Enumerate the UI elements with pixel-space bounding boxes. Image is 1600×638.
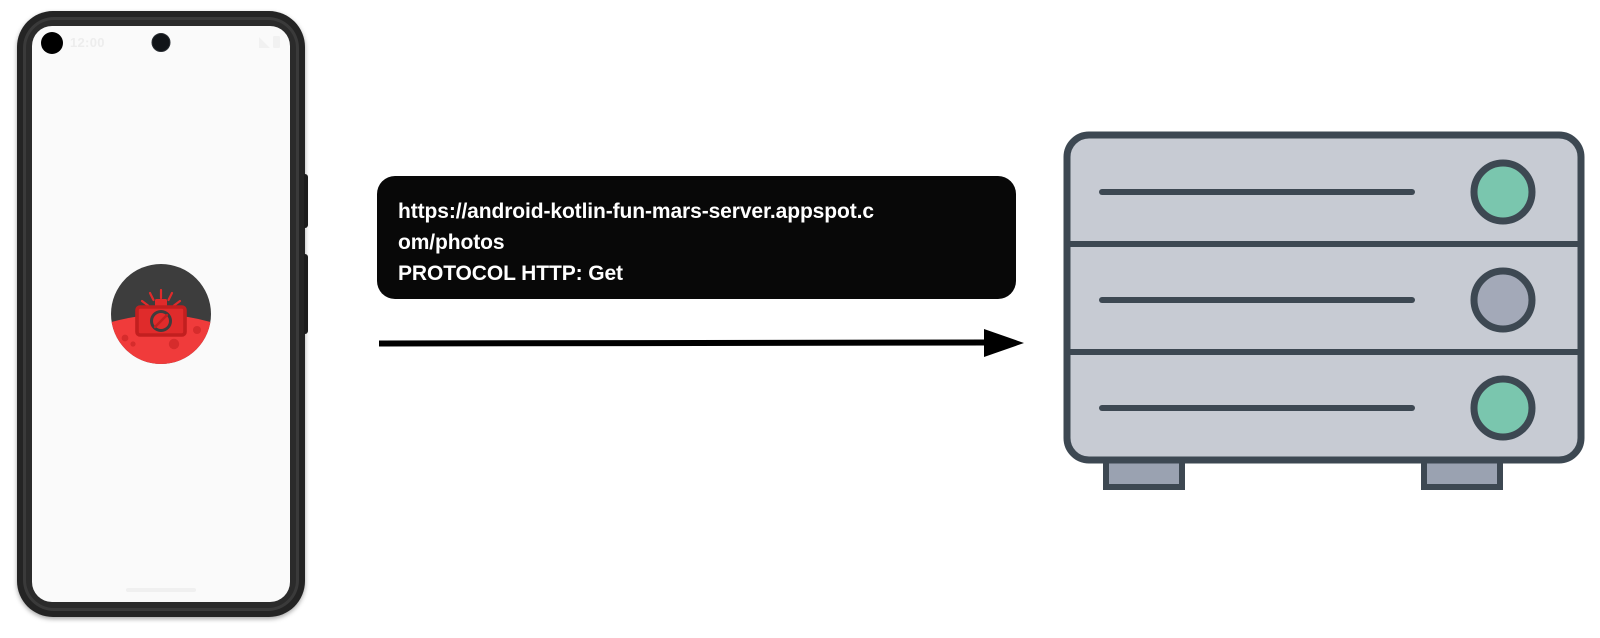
request-arrow xyxy=(378,325,1026,361)
home-indicator xyxy=(126,588,196,592)
android-phone: 12:00 xyxy=(17,11,308,617)
power-button[interactable] xyxy=(304,174,308,228)
rack-unit-2 xyxy=(1099,267,1536,333)
status-led-3 xyxy=(1470,375,1536,441)
request-url-line-2: om/photos xyxy=(398,231,505,254)
status-time: 12:00 xyxy=(70,35,105,50)
status-bar: 12:00 xyxy=(32,26,290,62)
front-camera-punch-hole-icon xyxy=(151,33,171,52)
status-icons xyxy=(259,36,280,48)
signal-icon xyxy=(259,37,270,48)
mars-photos-app-icon[interactable] xyxy=(111,264,211,364)
request-arrow-svg xyxy=(378,329,1024,357)
status-led-2 xyxy=(1470,267,1536,333)
request-url-line-1: https://android-kotlin-fun-mars-server.a… xyxy=(398,200,874,223)
request-protocol-line: PROTOCOL HTTP: Get xyxy=(398,262,623,285)
camera-dot-icon xyxy=(41,32,63,54)
mars-photos-app-icon-art xyxy=(111,264,211,364)
web-server xyxy=(1062,130,1586,495)
rack-unit-1 xyxy=(1099,159,1536,225)
http-request-tooltip: https://android-kotlin-fun-mars-server.a… xyxy=(377,176,1016,299)
battery-icon xyxy=(273,36,280,48)
web-server-svg xyxy=(1063,131,1585,490)
rack-unit-3 xyxy=(1099,375,1536,441)
phone-screen[interactable]: 12:00 xyxy=(32,26,290,602)
volume-button[interactable] xyxy=(304,254,308,334)
status-led-1 xyxy=(1470,159,1536,225)
